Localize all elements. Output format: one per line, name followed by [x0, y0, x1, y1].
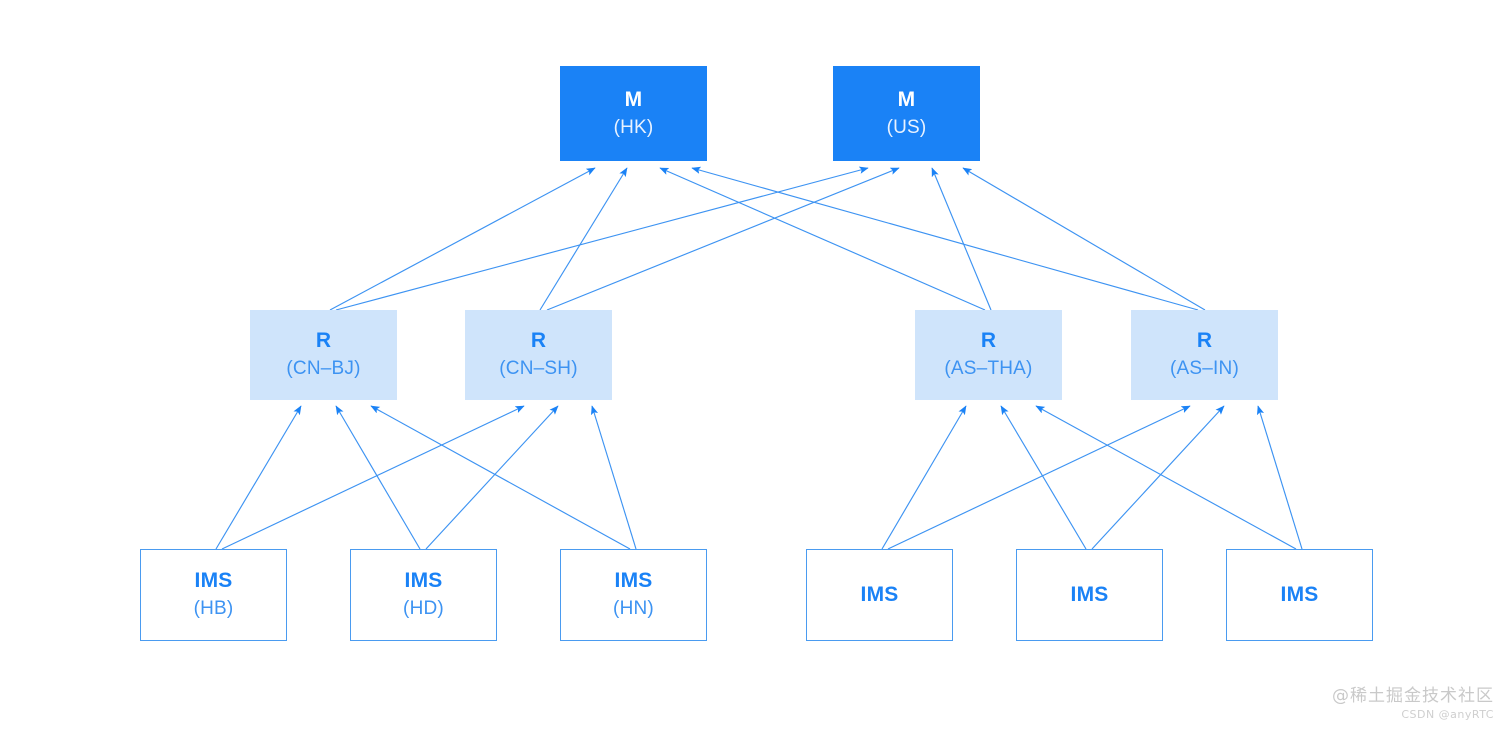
edge-ims-hb-to-r-cnsh	[221, 405, 525, 550]
node-sublabel: (AS–THA)	[944, 358, 1033, 380]
node-ims-r1[interactable]: IMS	[806, 549, 953, 641]
node-sublabel: (CN–SH)	[499, 358, 578, 380]
edge-ims-r2-to-r-astha	[1000, 405, 1087, 550]
edge-ims-r3-to-r-asin	[1256, 405, 1303, 550]
edge-ims-hn-to-r-cnbj	[370, 405, 631, 550]
node-title: R	[1196, 329, 1213, 353]
node-ims-r2[interactable]: IMS	[1016, 549, 1163, 641]
edge-r-cnsh-to-m-hk	[539, 167, 628, 311]
node-title: M	[897, 87, 916, 111]
node-r-cnsh[interactable]: R (CN–SH)	[465, 310, 612, 400]
node-title: IMS	[1280, 582, 1319, 606]
node-r-asin[interactable]: R (AS–IN)	[1131, 310, 1278, 400]
edge-r-cnsh-to-m-us	[546, 167, 900, 311]
node-title: R	[530, 329, 547, 353]
node-title: IMS	[614, 569, 653, 593]
node-sublabel: (HN)	[613, 598, 654, 620]
edge-r-astha-to-m-hk	[659, 167, 986, 311]
watermark-sub-text: CSDN @anyRTC	[1401, 708, 1494, 721]
edge-ims-hd-to-r-cnsh	[425, 405, 559, 550]
edge-ims-hn-to-r-cnsh	[590, 405, 637, 550]
edge-r-astha-to-m-us	[931, 167, 992, 311]
edge-r-asin-to-m-hk	[691, 166, 1199, 311]
node-m-us[interactable]: M (US)	[833, 66, 980, 161]
node-title: IMS	[1070, 582, 1109, 606]
watermark: @稀土掘金技术社区 CSDN @anyRTC	[1332, 681, 1494, 721]
edge-r-cnbj-to-m-hk	[329, 167, 596, 311]
edge-r-asin-to-m-us	[962, 167, 1206, 311]
node-title: R	[980, 329, 997, 353]
node-ims-hb[interactable]: IMS (HB)	[140, 549, 287, 641]
edge-ims-r3-to-r-astha	[1035, 405, 1297, 550]
node-title: R	[315, 329, 332, 353]
node-title: IMS	[194, 569, 233, 593]
node-m-hk[interactable]: M (HK)	[560, 66, 707, 161]
node-ims-hd[interactable]: IMS (HD)	[350, 549, 497, 641]
edge-ims-r1-to-r-asin	[887, 405, 1191, 550]
edge-ims-hb-to-r-cnbj	[215, 405, 302, 550]
edge-ims-r2-to-r-asin	[1091, 405, 1225, 550]
node-sublabel: (HB)	[193, 598, 234, 620]
node-sublabel: (AS–IN)	[1170, 358, 1239, 380]
node-ims-hn[interactable]: IMS (HN)	[560, 549, 707, 641]
watermark-main-text: @稀土掘金技术社区	[1332, 686, 1494, 706]
node-sublabel: (US)	[886, 116, 927, 138]
node-sublabel: (HD)	[403, 598, 444, 620]
node-title: M	[624, 87, 643, 111]
node-ims-r3[interactable]: IMS	[1226, 549, 1373, 641]
node-r-cnbj[interactable]: R (CN–BJ)	[250, 310, 397, 400]
edge-ims-hd-to-r-cnbj	[335, 405, 421, 550]
node-r-astha[interactable]: R (AS–THA)	[915, 310, 1062, 400]
edge-ims-r1-to-r-astha	[881, 405, 967, 550]
edge-r-cnbj-to-m-us	[335, 166, 869, 311]
node-sublabel: (HK)	[613, 116, 654, 138]
node-title: IMS	[860, 582, 899, 606]
node-sublabel: (CN–BJ)	[286, 358, 361, 380]
node-title: IMS	[404, 569, 443, 593]
